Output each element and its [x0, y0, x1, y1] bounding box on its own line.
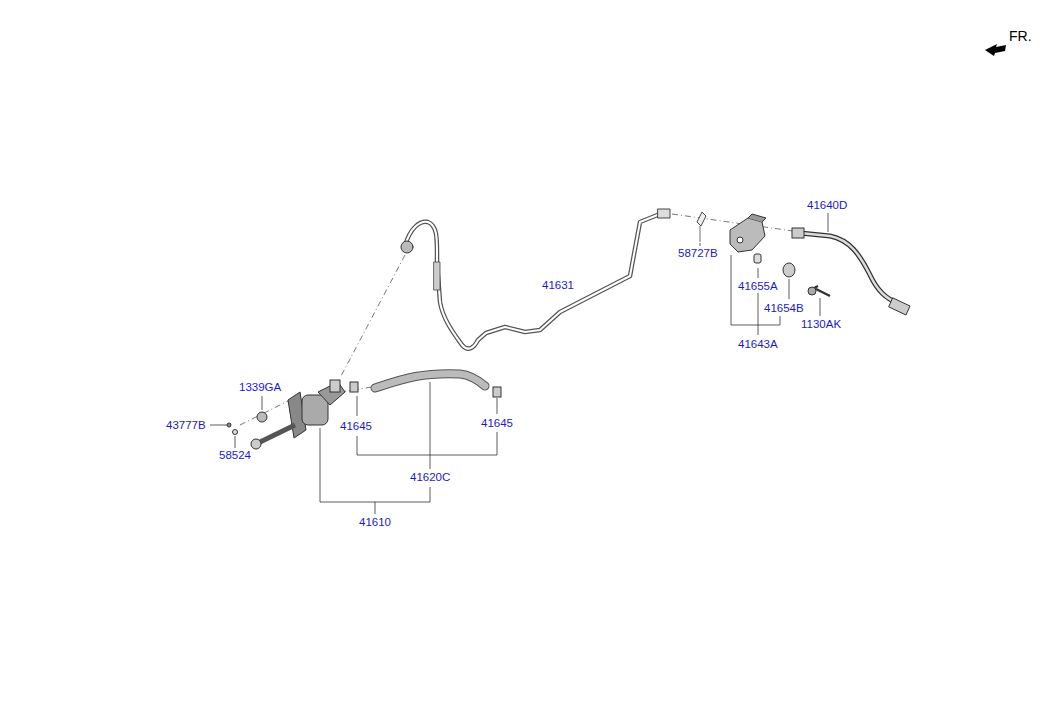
part-number: 41631: [541, 279, 575, 292]
part-number: 41654B: [763, 302, 805, 315]
leader-lines: [240, 214, 800, 425]
part-number: 41655A: [737, 280, 779, 293]
part-number: 58727B: [677, 247, 719, 260]
clutch-tube: [401, 209, 670, 349]
part-number: 41620C: [409, 471, 451, 484]
part-number: 41643A: [737, 338, 779, 351]
part-number: 41645: [339, 420, 373, 433]
front-arrow: [985, 44, 1006, 56]
direction-label: FR.: [1008, 28, 1033, 44]
bracket: [730, 214, 830, 296]
clutch-hose: [792, 228, 910, 315]
part-number: 58524: [218, 449, 252, 462]
part-number: 1130AK: [800, 318, 842, 331]
clip: [697, 212, 706, 226]
part-number: 43777B: [165, 419, 207, 432]
reservoir-hose: [350, 374, 501, 397]
part-number: 41610: [358, 516, 392, 529]
part-number: 1339GA: [238, 381, 282, 394]
callout-brackets: [210, 213, 828, 514]
part-number: 41640D: [806, 199, 848, 212]
master-cylinder: [227, 380, 345, 449]
part-number: 41645: [480, 417, 514, 430]
